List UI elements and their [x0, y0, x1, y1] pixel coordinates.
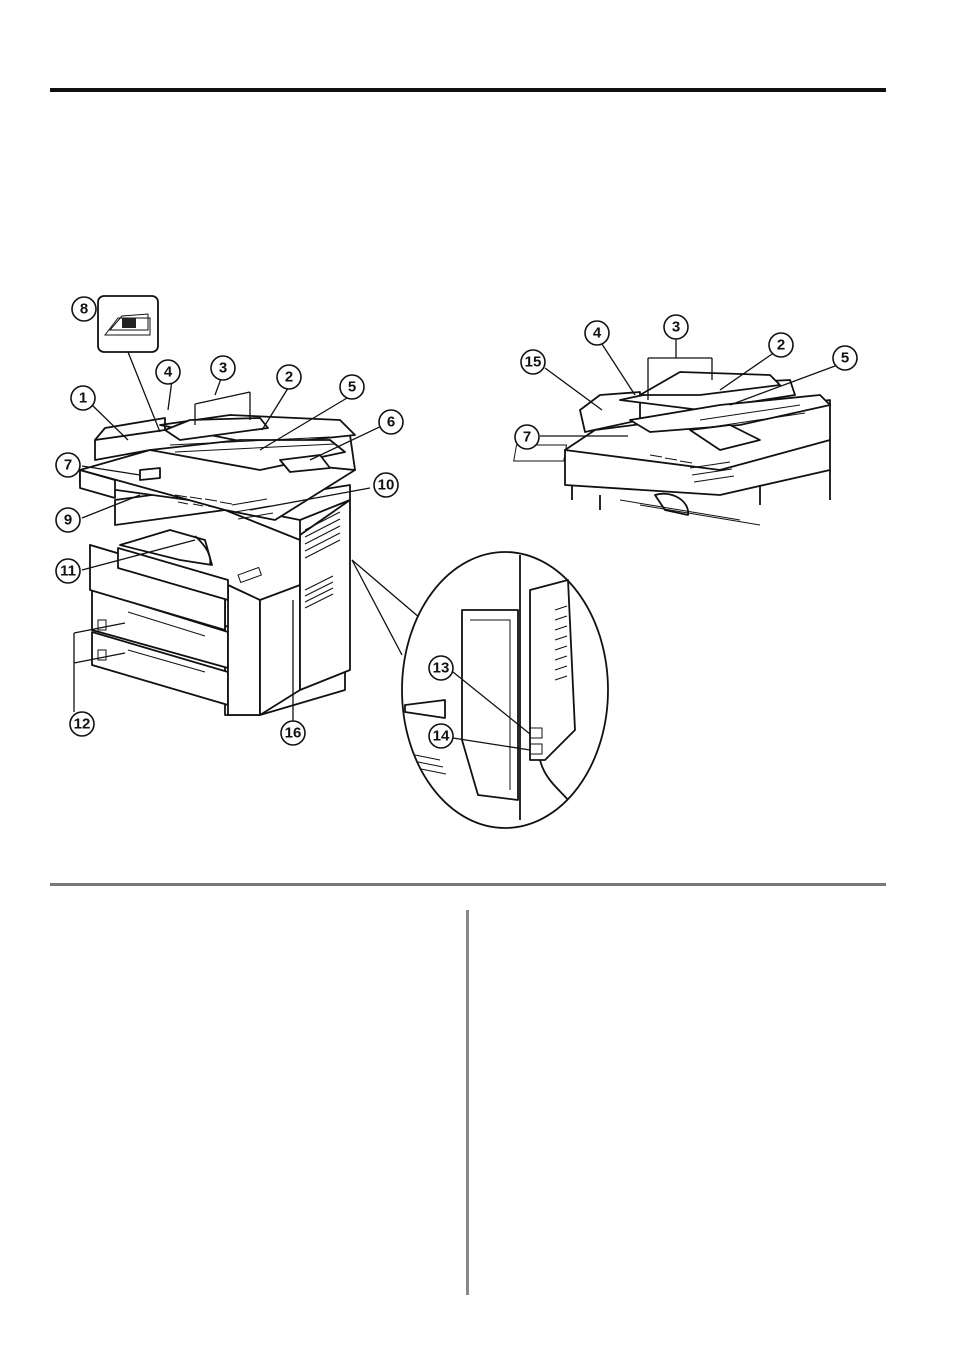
right-callout-2: 2 [768, 332, 794, 358]
svg-text:4: 4 [593, 325, 602, 342]
right-callout-4: 4 [584, 320, 610, 346]
svg-text:3: 3 [672, 319, 680, 336]
section-rule [50, 883, 886, 886]
callout-5: 5 [339, 374, 365, 400]
top-rule [50, 88, 886, 92]
svg-text:12: 12 [74, 716, 91, 733]
svg-text:1: 1 [79, 390, 87, 407]
svg-text:10: 10 [378, 477, 395, 494]
right-callout-15: 15 [520, 349, 546, 375]
callout-2: 2 [276, 364, 302, 390]
callout-11: 11 [55, 558, 81, 584]
svg-text:5: 5 [841, 350, 849, 367]
column-divider [466, 910, 469, 1295]
callout-3: 3 [210, 355, 236, 381]
callout-7: 7 [55, 452, 81, 478]
leader-lines [73, 336, 836, 751]
callout-1: 1 [70, 385, 96, 411]
svg-text:5: 5 [348, 379, 356, 396]
svg-text:7: 7 [64, 457, 72, 474]
callout-13: 13 [428, 655, 454, 681]
svg-text:15: 15 [525, 354, 542, 371]
magnified-detail [351, 551, 609, 829]
callout-16: 16 [280, 720, 306, 746]
callout-4: 4 [155, 359, 181, 385]
svg-text:13: 13 [433, 660, 450, 677]
svg-text:4: 4 [164, 364, 173, 381]
right-callout-7: 7 [514, 424, 540, 450]
svg-text:3: 3 [219, 360, 227, 377]
svg-text:9: 9 [64, 512, 72, 529]
callout-12: 12 [69, 711, 95, 737]
svg-text:8: 8 [80, 301, 88, 318]
callout-14: 14 [428, 723, 454, 749]
right-callout-5: 5 [832, 345, 858, 371]
callout-8: 8 [71, 296, 97, 322]
callout-10: 10 [373, 472, 399, 498]
svg-text:16: 16 [285, 725, 302, 742]
svg-text:6: 6 [387, 414, 395, 431]
svg-text:14: 14 [433, 728, 450, 745]
main-machine-drawing [79, 414, 356, 716]
right-callout-3: 3 [663, 314, 689, 340]
svg-text:2: 2 [285, 369, 293, 386]
svg-text:11: 11 [60, 563, 76, 580]
callout-6: 6 [378, 409, 404, 435]
second-machine-drawing [513, 371, 831, 526]
svg-text:7: 7 [523, 429, 531, 446]
dp-icon-box [97, 295, 161, 433]
svg-text:2: 2 [777, 337, 785, 354]
callout-9: 9 [55, 507, 81, 533]
